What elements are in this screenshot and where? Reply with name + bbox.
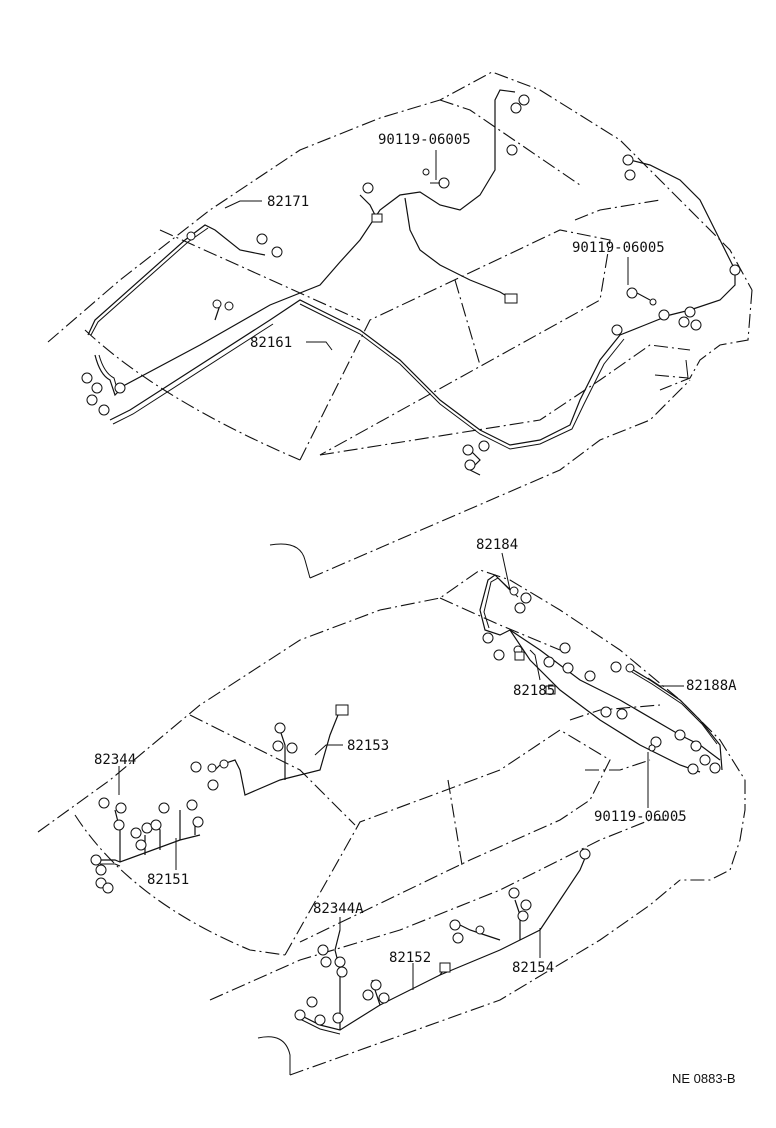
label-82152: 82152 xyxy=(389,950,431,966)
label-82188A: 82188A xyxy=(686,678,737,694)
lower-leader-lines xyxy=(118,552,684,990)
label-82185: 82185 xyxy=(513,683,555,699)
label-bolt-upper-b: 90119-06005 xyxy=(572,240,665,256)
label-82344: 82344 xyxy=(94,752,136,768)
label-82344A: 82344A xyxy=(313,901,364,917)
diagram-code: NE 0883-B xyxy=(672,1071,736,1086)
upper-leader-lines xyxy=(224,150,629,351)
label-82154: 82154 xyxy=(512,960,554,976)
label-82161: 82161 xyxy=(250,335,292,351)
lower-harness xyxy=(90,574,723,1035)
label-bolt-lower: 90119-06005 xyxy=(594,809,687,825)
label-bolt-upper-a: 90119-06005 xyxy=(378,132,471,148)
upper-harness-82161 xyxy=(81,89,741,476)
lower-car-body xyxy=(37,569,746,1076)
upper-car-body xyxy=(47,71,753,579)
label-82184: 82184 xyxy=(476,537,518,553)
label-82171: 82171 xyxy=(267,194,309,210)
label-82151: 82151 xyxy=(147,872,189,888)
label-82153: 82153 xyxy=(347,738,389,754)
